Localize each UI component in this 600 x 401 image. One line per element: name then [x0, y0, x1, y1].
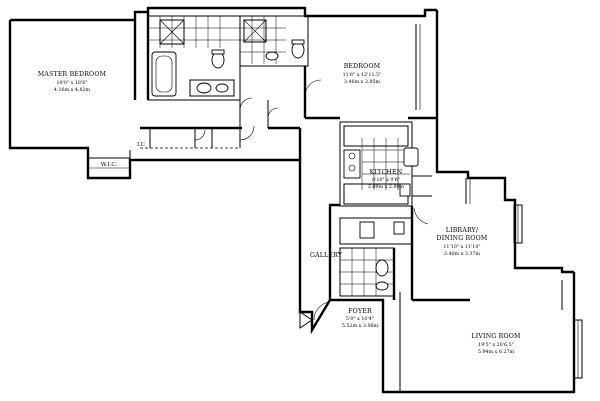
- linen-closet-label: LC: [137, 142, 145, 148]
- gallery-label: GALLERY: [310, 252, 343, 259]
- bedroom-label: BEDROOM: [344, 63, 381, 70]
- foyer-dim-metric: 5.52m x 3.06m: [342, 323, 379, 329]
- master-bedroom-dim-imperial: 19'0" x 18'6": [56, 80, 87, 86]
- kitchen-sink: [403, 147, 419, 167]
- hall: [239, 97, 302, 160]
- kitchen: [339, 121, 432, 207]
- walk-in-closet-label: W.I.C.: [101, 162, 118, 168]
- foyer-core: [299, 206, 470, 392]
- foyer-label: FOYER: [348, 308, 372, 315]
- room-labels: MASTER BEDROOM 19'0" x 18'6" 4.16m x 4.8…: [38, 63, 521, 355]
- sink: [196, 82, 212, 94]
- bedroom-dim-imperial: 11'6" x 12'11.5": [343, 72, 382, 78]
- foyer-dim-imperial: 5'0" x 10'4": [346, 316, 374, 322]
- kitchen-dim-metric: 2.69m x 2.90m: [368, 184, 405, 190]
- kitchen-dim-imperial: 8'10" x 9'6": [372, 177, 400, 183]
- kitchen-label: KITCHEN: [370, 169, 403, 176]
- second-bath: [239, 15, 309, 67]
- bathtub: [151, 51, 177, 97]
- master-bath: [147, 15, 241, 101]
- living-room-dim-metric: 5.94m x 6.27m: [478, 349, 515, 355]
- master-bedroom-label: MASTER BEDROOM: [38, 71, 107, 78]
- kitchen-tiles: [361, 138, 410, 190]
- living-room-label: LIVING ROOM: [471, 333, 521, 340]
- library-living: [465, 178, 583, 379]
- living-room-dim-imperial: 19'5" x 20'6.5": [478, 342, 514, 348]
- library-label-2: DINING ROOM: [437, 235, 488, 242]
- library-dim-imperial: 11'10" x 11'10": [443, 244, 480, 250]
- bath-tiles-1: [148, 16, 240, 48]
- bedroom-walls: [303, 24, 437, 120]
- bedroom-dim-metric: 3.46m x 3.95m: [344, 79, 381, 85]
- library-dim-metric: 3.40m x 3.37m: [444, 251, 481, 257]
- master-bedroom-dim-metric: 4.16m x 4.82m: [54, 87, 91, 93]
- library-label-1: LIBRARY/: [446, 227, 479, 234]
- stove: [343, 149, 361, 179]
